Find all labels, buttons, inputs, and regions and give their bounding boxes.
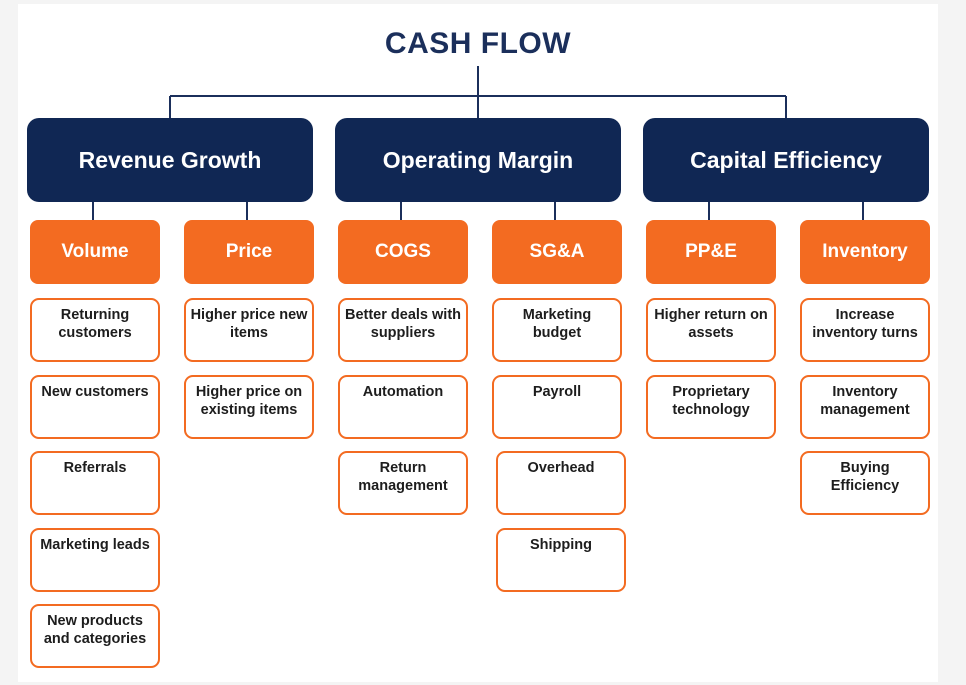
category-capital-efficiency: Capital Efficiency — [643, 118, 929, 202]
group-volume: Volume — [30, 220, 160, 284]
group-sga: SG&A — [492, 220, 622, 284]
leaf-higher-return-assets: Higher return on assets — [646, 298, 776, 362]
leaf-better-deals: Better deals with suppliers — [338, 298, 468, 362]
leaf-new-products: New products and categories — [30, 604, 160, 668]
leaf-marketing-leads: Marketing leads — [30, 528, 160, 592]
group-price: Price — [184, 220, 314, 284]
leaf-proprietary-technology: Proprietary technology — [646, 375, 776, 439]
group-inventory: Inventory — [800, 220, 930, 284]
leaf-inventory-management: Inventory management — [800, 375, 930, 439]
leaf-increase-inventory-turns: Increase inventory turns — [800, 298, 930, 362]
leaf-automation: Automation — [338, 375, 468, 439]
group-ppe: PP&E — [646, 220, 776, 284]
leaf-higher-price-new: Higher price new items — [184, 298, 314, 362]
leaf-returning-customers: Returning customers — [30, 298, 160, 362]
leaf-referrals: Referrals — [30, 451, 160, 515]
category-operating-margin: Operating Margin — [335, 118, 621, 202]
leaf-return-management: Return management — [338, 451, 468, 515]
leaf-overhead: Overhead — [496, 451, 626, 515]
leaf-buying-efficiency: Buying Efficiency — [800, 451, 930, 515]
category-revenue-growth: Revenue Growth — [27, 118, 313, 202]
leaf-new-customers: New customers — [30, 375, 160, 439]
leaf-payroll: Payroll — [492, 375, 622, 439]
leaf-higher-price-existing: Higher price on existing items — [184, 375, 314, 439]
group-cogs: COGS — [338, 220, 468, 284]
leaf-marketing-budget: Marketing budget — [492, 298, 622, 362]
page-title: CASH FLOW — [384, 27, 572, 60]
leaf-shipping: Shipping — [496, 528, 626, 592]
